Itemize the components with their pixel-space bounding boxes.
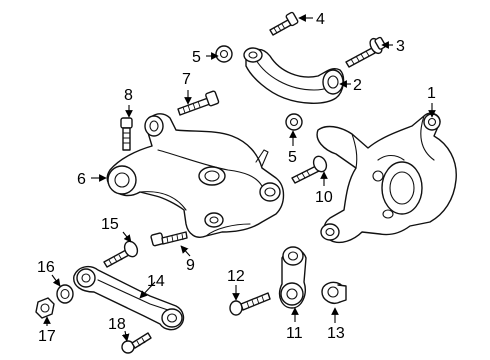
- bolt-3: [345, 36, 386, 68]
- callout-5-upper: 5: [192, 49, 201, 66]
- upper-control-arm: [243, 47, 345, 104]
- bolt-12: [229, 292, 271, 316]
- callout-6: 6: [77, 171, 86, 188]
- lower-link-arm: [73, 265, 185, 331]
- bolt-15: [103, 240, 139, 268]
- callout-15: 15: [101, 216, 119, 233]
- callout-5-lower: 5: [288, 149, 297, 166]
- bolt-8: [120, 117, 133, 151]
- callout-7: 7: [182, 71, 191, 88]
- callout-labels: 1 2 3 4 5 5 6 7 8 9 10 11 12 13 14 15 16…: [37, 11, 436, 345]
- callout-1: 1: [427, 85, 436, 102]
- nut-5-upper: [215, 45, 233, 63]
- bolt-9: [150, 231, 188, 247]
- bolt-18: [121, 332, 152, 354]
- callout-9: 9: [186, 257, 195, 274]
- toe-link: [278, 246, 307, 309]
- bolt-4: [269, 11, 299, 36]
- callout-11: 11: [286, 325, 303, 342]
- rear-subframe: [106, 113, 285, 238]
- callout-2: 2: [353, 77, 362, 94]
- callout-16: 16: [37, 259, 55, 276]
- nut-16: [56, 284, 74, 304]
- bushing-13: [321, 281, 347, 304]
- bolt-10: [291, 155, 328, 184]
- nut-5-lower: [285, 113, 303, 131]
- callout-13: 13: [327, 325, 345, 342]
- bolt-7: [177, 90, 220, 116]
- callout-8: 8: [124, 87, 133, 104]
- callout-3: 3: [396, 38, 405, 55]
- leader-lines: [43, 14, 436, 342]
- callout-14: 14: [147, 273, 165, 290]
- callout-18: 18: [108, 316, 126, 333]
- callout-12: 12: [227, 268, 245, 285]
- callout-4: 4: [316, 11, 325, 28]
- callout-17: 17: [38, 328, 56, 345]
- nut-17: [35, 297, 55, 319]
- callout-10: 10: [315, 189, 333, 206]
- rear-knuckle: [316, 112, 457, 244]
